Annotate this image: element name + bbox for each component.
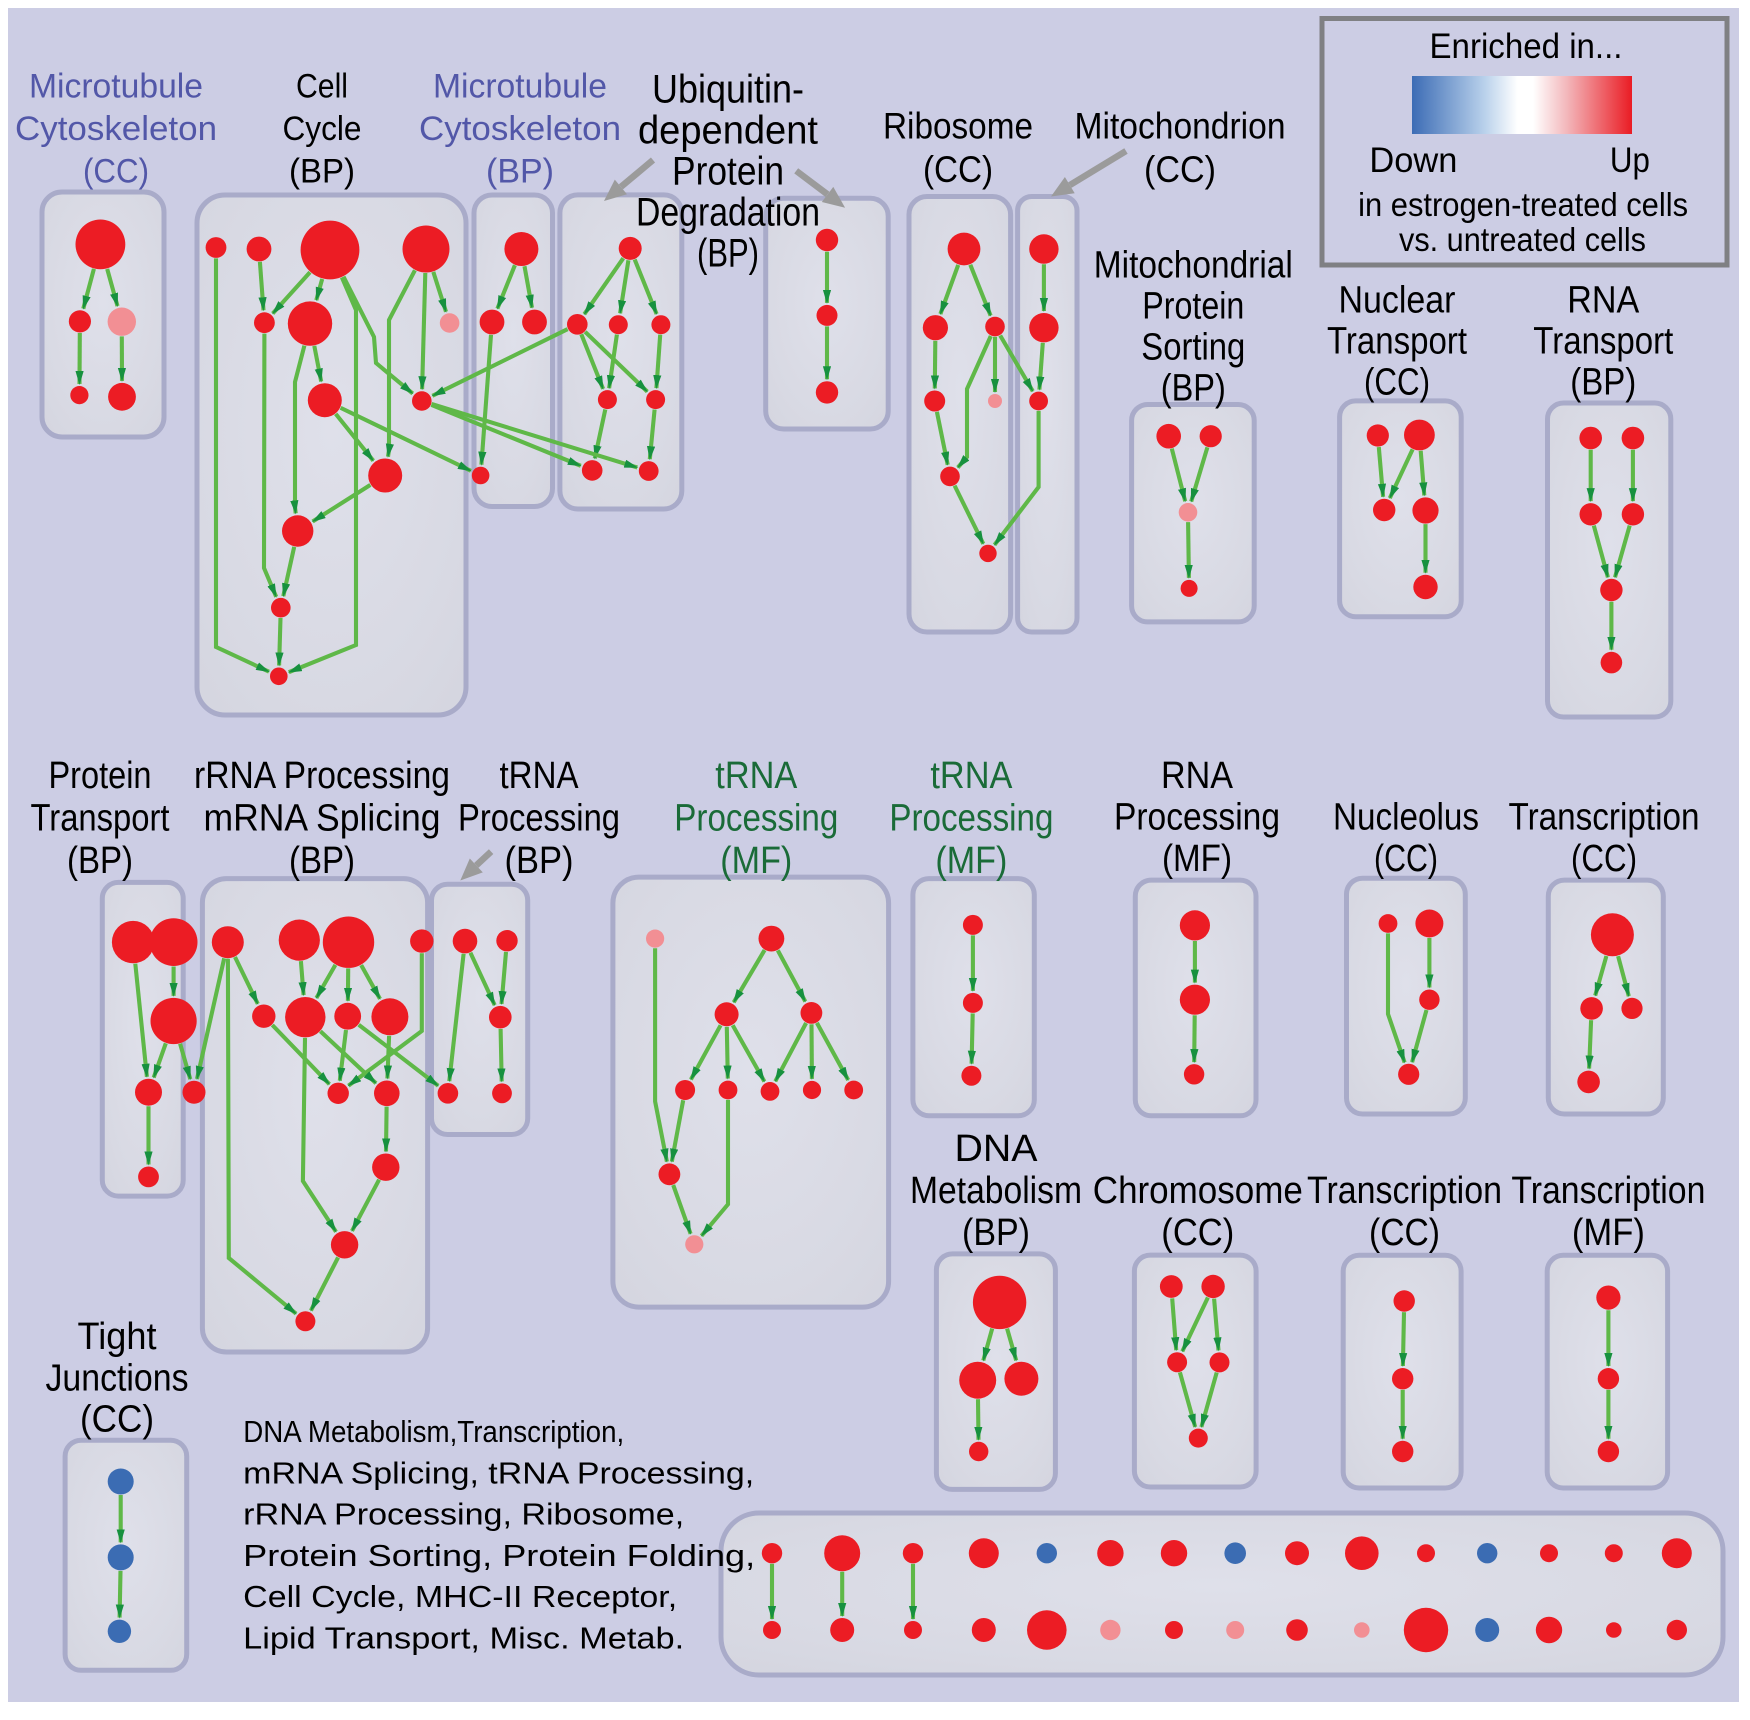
- svg-text:Nucleolus: Nucleolus: [1333, 796, 1479, 838]
- svg-text:(MF): (MF): [1162, 838, 1232, 880]
- svg-text:DNA Metabolism,Transcription,: DNA Metabolism,Transcription,: [243, 1414, 624, 1449]
- svg-text:tRNA: tRNA: [930, 755, 1013, 797]
- svg-text:Protein: Protein: [672, 149, 784, 193]
- svg-text:(BP): (BP): [962, 1212, 1030, 1254]
- svg-text:(CC): (CC): [923, 149, 993, 190]
- svg-text:Cytoskeleton: Cytoskeleton: [419, 110, 621, 148]
- svg-text:mRNA Splicing: mRNA Splicing: [204, 797, 441, 839]
- svg-text:(CC): (CC): [1369, 1212, 1440, 1254]
- svg-text:Transport: Transport: [31, 797, 170, 839]
- svg-text:DNA: DNA: [955, 1128, 1039, 1170]
- svg-text:(BP): (BP): [1161, 368, 1226, 410]
- svg-text:Processing: Processing: [889, 797, 1053, 839]
- svg-text:(BP): (BP): [697, 231, 759, 275]
- svg-text:(CC): (CC): [1161, 1212, 1234, 1254]
- svg-text:dependent: dependent: [638, 108, 818, 152]
- svg-text:Cytoskeleton: Cytoskeleton: [15, 110, 217, 148]
- svg-text:Mitochondrial: Mitochondrial: [1094, 245, 1293, 287]
- svg-text:(BP): (BP): [505, 840, 574, 882]
- svg-text:RNA: RNA: [1161, 755, 1234, 797]
- svg-text:Processing: Processing: [1114, 796, 1280, 838]
- svg-text:Microtubule: Microtubule: [29, 67, 203, 105]
- svg-text:Processing: Processing: [674, 797, 838, 839]
- svg-text:(BP): (BP): [289, 153, 355, 191]
- svg-text:(CC): (CC): [80, 1399, 154, 1441]
- svg-text:Sorting: Sorting: [1141, 327, 1245, 369]
- svg-text:mRNA Splicing, tRNA Processing: mRNA Splicing, tRNA Processing,: [243, 1455, 754, 1490]
- svg-text:Nuclear: Nuclear: [1339, 280, 1456, 322]
- svg-text:(CC): (CC): [1144, 149, 1216, 190]
- svg-text:(BP): (BP): [67, 840, 133, 882]
- svg-text:(CC): (CC): [83, 153, 149, 191]
- svg-text:tRNA: tRNA: [500, 755, 580, 797]
- svg-text:Enriched in...: Enriched in...: [1430, 27, 1623, 66]
- svg-text:Cell Cycle, MHC-II Receptor,: Cell Cycle, MHC-II Receptor,: [243, 1579, 677, 1614]
- svg-text:(CC): (CC): [1364, 362, 1430, 404]
- svg-text:Protein: Protein: [49, 755, 152, 797]
- svg-text:Transport: Transport: [1327, 321, 1467, 363]
- svg-text:rRNA Processing, Ribosome,: rRNA Processing, Ribosome,: [243, 1497, 684, 1532]
- svg-text:(BP): (BP): [289, 840, 355, 882]
- svg-text:tRNA: tRNA: [715, 755, 798, 797]
- svg-text:Degradation: Degradation: [636, 190, 820, 234]
- svg-text:Cycle: Cycle: [283, 110, 362, 148]
- svg-text:Down: Down: [1369, 141, 1457, 180]
- svg-text:Transcription: Transcription: [1511, 1170, 1705, 1212]
- svg-text:Junctions: Junctions: [46, 1357, 189, 1399]
- svg-text:(MF): (MF): [935, 840, 1007, 882]
- svg-text:Up: Up: [1610, 141, 1650, 180]
- svg-text:(CC): (CC): [1571, 838, 1637, 880]
- svg-text:(CC): (CC): [1374, 838, 1438, 880]
- svg-text:(BP): (BP): [486, 153, 554, 191]
- svg-text:Ubiquitin-: Ubiquitin-: [652, 67, 804, 111]
- svg-text:Transcription: Transcription: [1509, 796, 1700, 838]
- svg-text:Protein Sorting, Protein Foldi: Protein Sorting, Protein Folding,: [243, 1538, 755, 1573]
- svg-text:(BP): (BP): [1570, 362, 1636, 404]
- svg-text:vs. untreated cells: vs. untreated cells: [1399, 221, 1646, 258]
- svg-text:Microtubule: Microtubule: [433, 67, 607, 105]
- svg-text:rRNA Processing: rRNA Processing: [194, 755, 450, 797]
- svg-text:Tight: Tight: [78, 1316, 157, 1358]
- svg-text:Transport: Transport: [1533, 321, 1673, 363]
- svg-text:Metabolism: Metabolism: [910, 1170, 1082, 1212]
- svg-text:RNA: RNA: [1567, 280, 1640, 322]
- svg-text:in estrogen-treated cells: in estrogen-treated cells: [1358, 186, 1688, 223]
- svg-text:Cell: Cell: [296, 67, 348, 105]
- svg-text:(MF): (MF): [720, 840, 792, 882]
- svg-text:Processing: Processing: [458, 797, 620, 839]
- svg-text:Lipid Transport, Misc. Metab.: Lipid Transport, Misc. Metab.: [243, 1621, 684, 1656]
- svg-text:(MF): (MF): [1572, 1212, 1645, 1254]
- svg-text:Chromosome: Chromosome: [1093, 1170, 1303, 1212]
- svg-text:Ribosome: Ribosome: [883, 106, 1033, 147]
- svg-text:Mitochondrion: Mitochondrion: [1075, 106, 1286, 147]
- svg-text:Transcription: Transcription: [1307, 1170, 1502, 1212]
- svg-text:Protein: Protein: [1142, 286, 1244, 328]
